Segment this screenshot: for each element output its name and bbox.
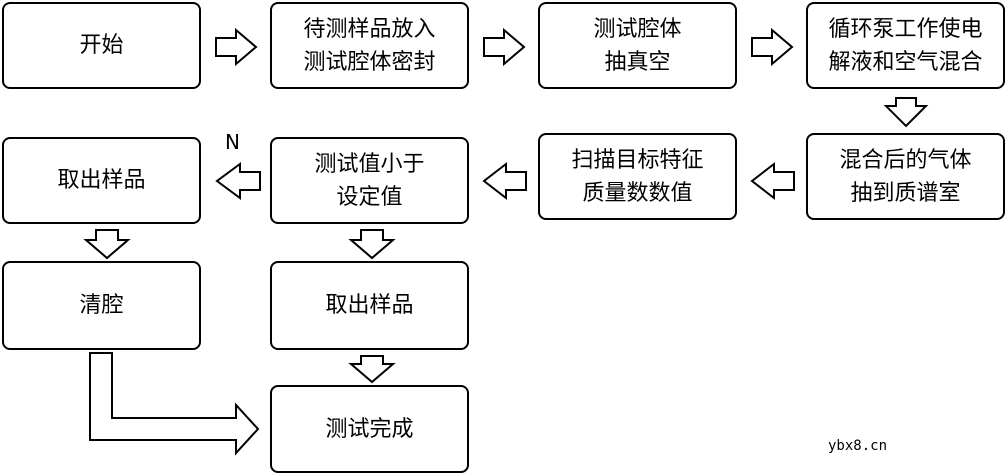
arrow-remove-to-clean — [83, 229, 131, 260]
arrow-start-to-place — [215, 27, 258, 67]
no-branch-label: N — [225, 130, 240, 154]
step-decision: 测试值小于 设定值 — [270, 137, 469, 224]
arrow-pump-to-draw — [883, 97, 929, 128]
arrow-place-to-vacuum — [483, 27, 526, 67]
step-clean: 清腔 — [2, 261, 201, 350]
arrow-decision-no-to-remove — [215, 162, 261, 200]
arrow-clean-to-done — [89, 352, 260, 456]
step-vacuum: 测试腔体 抽真空 — [538, 2, 737, 89]
step-scan: 扫描目标特征 质量数数值 — [538, 133, 737, 220]
watermark: ybx8.cn — [828, 438, 888, 454]
step-done: 测试完成 — [270, 385, 469, 473]
step-start: 开始 — [2, 2, 201, 89]
step-pump-mix: 循环泵工作使电 解液和空气混合 — [806, 2, 1005, 89]
arrow-scan-to-decision — [482, 161, 527, 201]
step-place-sample: 待测样品放入 测试腔体密封 — [270, 2, 469, 89]
arrow-decision-yes-to-remove — [348, 229, 396, 260]
step-draw-gas: 混合后的气体 抽到质谱室 — [806, 133, 1005, 220]
arrow-draw-to-scan — [750, 161, 795, 201]
arrow-remove-to-done — [348, 355, 396, 384]
step-remove-sample-left: 取出样品 — [2, 137, 201, 224]
step-remove-sample-mid: 取出样品 — [270, 261, 469, 350]
arrow-vacuum-to-pump — [751, 27, 794, 67]
